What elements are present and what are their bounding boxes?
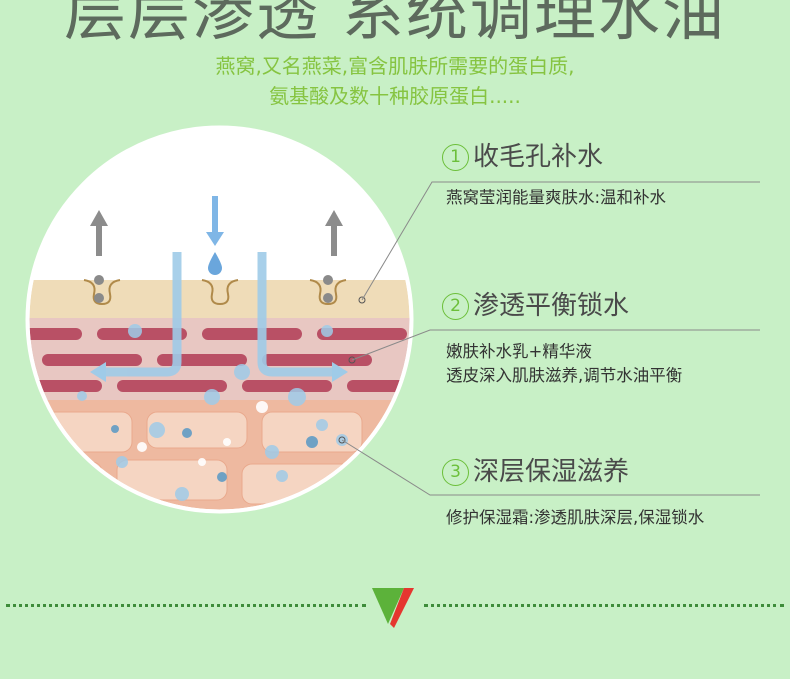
step-3-title-text: 深层保湿滋养 bbox=[473, 457, 630, 487]
divider-dotted-right bbox=[424, 604, 784, 607]
subtitle-line-2: 氨基酸及数十种胶原蛋白..... bbox=[269, 84, 521, 108]
down-arrow-icon bbox=[206, 196, 224, 246]
water-flow-arrows bbox=[104, 252, 334, 377]
step-2-title-text: 渗透平衡锁水 bbox=[473, 291, 630, 321]
subtitle-line-1: 燕窝,又名燕菜,富含肌肤所需要的蛋白质, bbox=[215, 54, 575, 78]
step-1-desc: 燕窝莹润能量爽肤水:温和补水 bbox=[446, 188, 667, 207]
up-arrow-icon bbox=[90, 210, 343, 256]
step-3-desc: 修护保湿霜:渗透肌肤深层,保湿锁水 bbox=[446, 508, 705, 527]
step-2-desc-line-1: 嫩肤补水乳+精华液 bbox=[446, 342, 592, 361]
step-1-title-text: 收毛孔补水 bbox=[473, 142, 604, 172]
water-drop-icon bbox=[208, 252, 222, 275]
pore-dots bbox=[94, 275, 333, 303]
step-2-number: 2 bbox=[442, 293, 469, 320]
page-title: 层层渗透 系统调理水油 bbox=[64, 0, 726, 49]
step-3-number: 3 bbox=[442, 459, 469, 486]
skin-layers-diagram bbox=[25, 125, 414, 514]
skin-layer-epidermis bbox=[29, 280, 410, 320]
down-triangle-icon bbox=[372, 588, 414, 628]
divider-dotted-left bbox=[6, 604, 366, 607]
pore-icon bbox=[83, 279, 347, 306]
water-flow-arrowheads bbox=[90, 362, 348, 382]
step-2-desc-line-2: 透皮深入肌肤滋养,调节水油平衡 bbox=[446, 366, 683, 385]
moisture-bubbles bbox=[77, 324, 348, 501]
step-1-number: 1 bbox=[442, 144, 469, 171]
moisture-bubbles-dark bbox=[111, 425, 318, 482]
